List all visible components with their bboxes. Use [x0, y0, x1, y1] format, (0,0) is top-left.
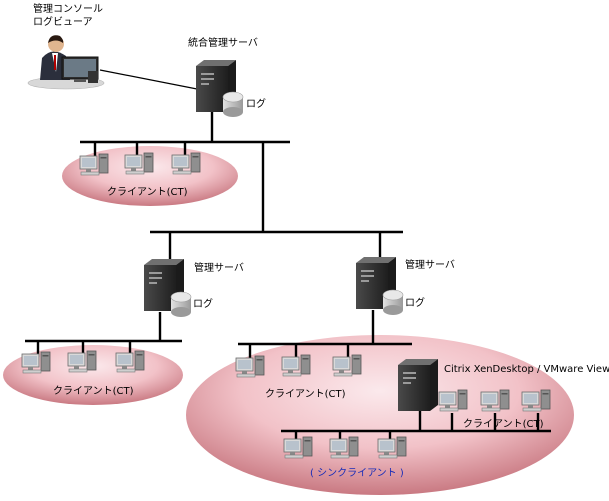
client-pc-icon	[79, 153, 109, 176]
log-label: ログ	[246, 99, 266, 110]
client-pc-icon	[281, 354, 311, 377]
integrated-server-label: 統合管理サーバ	[188, 38, 258, 49]
client-pc-icon	[521, 389, 551, 412]
client-pc-icon	[21, 351, 51, 374]
client-label-left: クライアント(CT)	[53, 386, 134, 397]
thin-client-label: ( シンクライアント )	[310, 468, 404, 479]
client-pc-icon	[67, 350, 97, 373]
admin-workstation-icon	[27, 35, 105, 90]
client-label-right: クライアント(CT)	[265, 389, 346, 400]
client-pc-icon	[332, 354, 362, 377]
client-pc-icon	[171, 152, 201, 175]
client-pc-icon	[438, 389, 468, 412]
console-title-line1: 管理コンソール	[33, 4, 103, 15]
vdi-server-label: Citrix XenDesktop / VMware View	[444, 364, 609, 375]
thin-client-icon	[329, 436, 359, 459]
log-disk-icon	[382, 289, 404, 316]
log-disk-icon	[170, 291, 192, 318]
mgmt-server-label-left: 管理サーバ	[194, 263, 244, 274]
network-lines	[25, 112, 551, 441]
vdi-server-icon	[398, 359, 438, 411]
client-pc-icon	[124, 152, 154, 175]
log-label: ログ	[193, 299, 213, 310]
client-label-vdi: クライアント(CT)	[463, 419, 544, 430]
client-pc-icon	[235, 355, 265, 378]
console-title-line2: ログビューア	[33, 17, 93, 28]
log-label: ログ	[405, 298, 425, 309]
thin-client-icon	[283, 436, 313, 459]
mgmt-server-label-right: 管理サーバ	[405, 260, 455, 271]
log-disk-icon	[222, 91, 244, 118]
client-pc-icon	[115, 350, 145, 373]
client-label-top: クライアント(CT)	[107, 187, 188, 198]
thin-client-icon	[377, 436, 407, 459]
client-pc-icon	[480, 389, 510, 412]
console-link	[99, 69, 198, 90]
